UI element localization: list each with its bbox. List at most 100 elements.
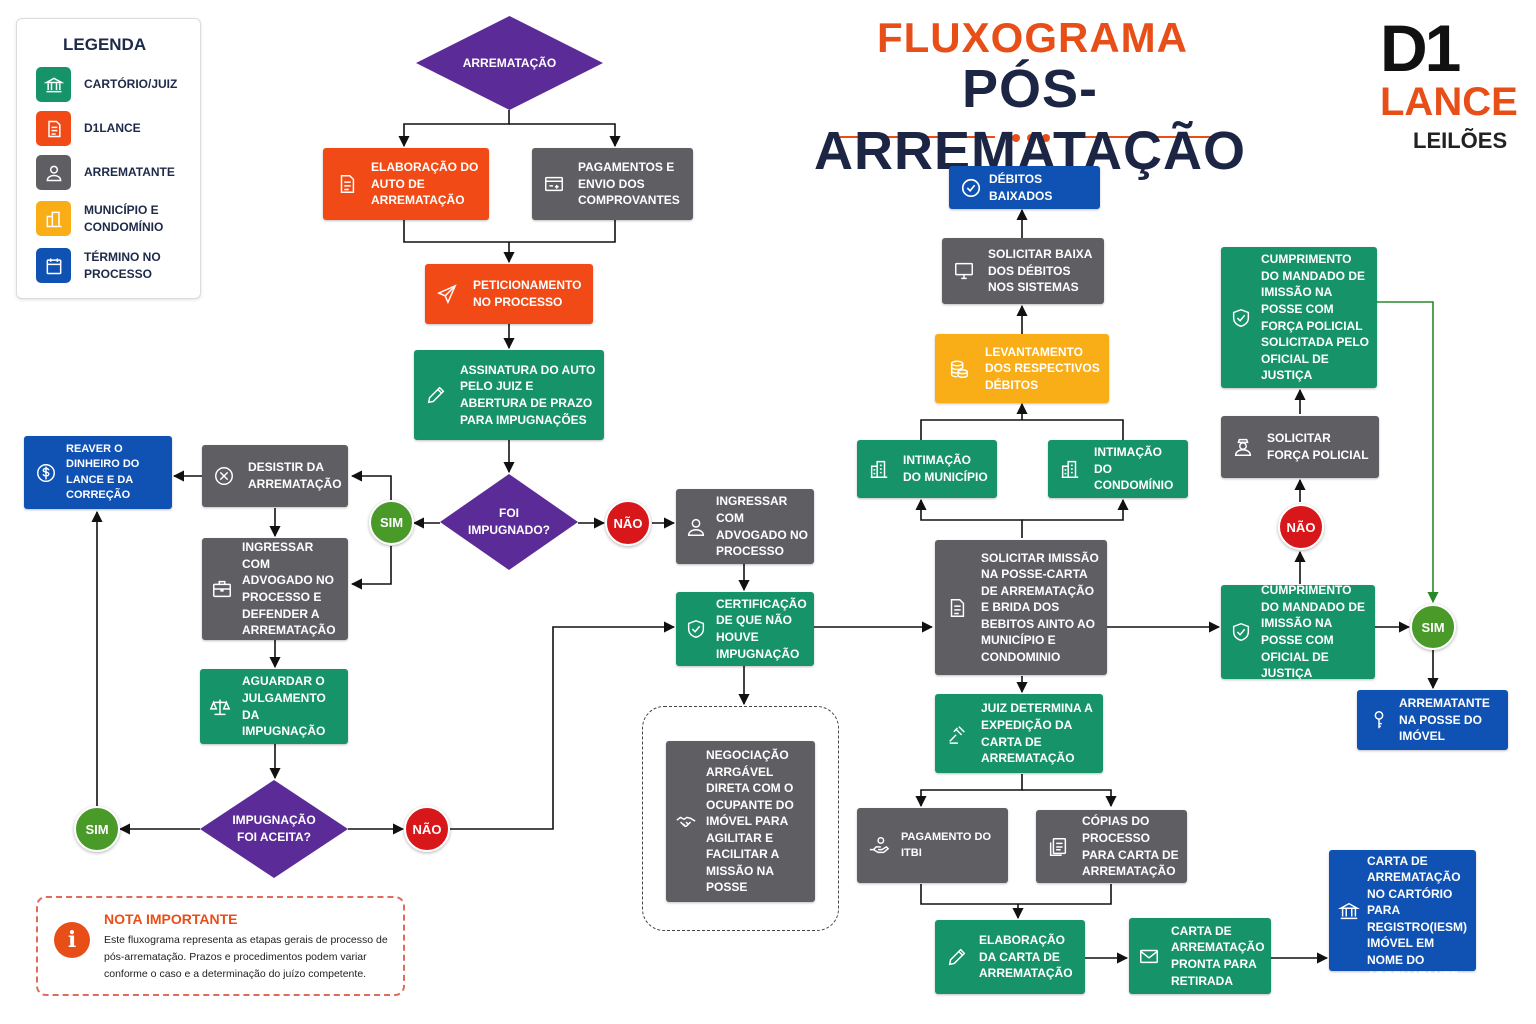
node-label: NEGOCIAÇÃO ARRGÁVEL DIRETA COM O OCUPANT… xyxy=(706,748,794,895)
node-negociacao: NEGOCIAÇÃO ARRGÁVEL DIRETA COM O OCUPANT… xyxy=(666,741,815,902)
node-solicitar-forca: SOLICITAR FORÇA POLICIAL xyxy=(1221,416,1379,478)
node-solicitar-baixa: SOLICITAR BAIXA DOS DÉBITOS NOS SISTEMAS xyxy=(942,238,1104,304)
courthouse-icon xyxy=(1337,899,1361,923)
node-ingressar-processo: INGRESSAR COM ADVOGADO NO PROCESSO xyxy=(676,489,814,564)
badge-sim: SIM xyxy=(1410,604,1456,650)
node-pagamentos: PAGAMENTOS E ENVIO DOS COMPROVANTES xyxy=(532,148,693,220)
node-label: CARTA DE ARREMATAÇÃO PRONTA PARA RETIRAD… xyxy=(1171,923,1265,988)
node-label: DESISTIR DA ARREMATAÇÃO xyxy=(248,460,342,491)
node-label: INTIMAÇÃO DO MUNICÍPIO xyxy=(903,453,988,484)
badge-sim: SIM xyxy=(74,806,120,852)
copy-icon xyxy=(1046,835,1070,859)
paper-plane-icon xyxy=(435,282,459,306)
node-assinatura: ASSINATURA DO AUTO PELO JUIZ E ABERTURA … xyxy=(414,350,604,440)
note-text: Este fluxograma representa as etapas ger… xyxy=(104,934,388,980)
node-label: ARREMATANTE NA POSSE DO IMÓVEL xyxy=(1399,696,1490,744)
node-cumprimento-policial: CUMPRIMENTO DO MANDADO DE IMISSÃO NA POS… xyxy=(1221,247,1377,388)
note-title: NOTA IMPORTANTE xyxy=(104,911,238,927)
node-ingressar-defender: INGRESSAR COM ADVOGADO NO PROCESSO E DEF… xyxy=(202,538,348,640)
briefcase-icon xyxy=(210,577,234,601)
node-label: INGRESSAR COM ADVOGADO NO PROCESSO xyxy=(716,494,809,559)
calendar-icon xyxy=(36,248,71,283)
node-elaboracao-auto: ELABORAÇÃO DO AUTO DE ARREMATAÇÃO xyxy=(323,148,489,220)
node-certificacao: CERTIFICAÇÃO DE QUE NÃO HOUVE IMPUGNAÇÃO xyxy=(676,592,814,666)
pen-icon xyxy=(424,383,448,407)
decision-label: FOI IMPUGNADO? xyxy=(468,506,550,537)
badge-sim: SIM xyxy=(369,500,414,545)
coins-icon xyxy=(947,357,971,381)
node-debitos-baixados: DÉBITOS BAIXADOS xyxy=(949,166,1100,209)
hand-coin-icon xyxy=(867,834,891,858)
node-peticionamento: PETICIONAMENTO NO PROCESSO xyxy=(425,264,593,324)
legend-label: D1LANCE xyxy=(84,121,141,136)
logo-mark: D1 xyxy=(1380,11,1461,85)
node-label: JUIZ DETERMINA A EXPEDIÇÃO DA CARTA DE A… xyxy=(981,701,1093,766)
buildings-icon xyxy=(36,201,71,236)
decision-label: IMPUGNAÇÃO FOI ACEITA? xyxy=(232,813,316,844)
handshake-icon xyxy=(674,810,698,834)
shield-check-icon xyxy=(1229,620,1253,644)
monitor-icon xyxy=(952,259,976,283)
badge-nao: NÃO xyxy=(404,806,450,852)
legend-item-municipio: MUNICÍPIO E CONDOMÍNIO xyxy=(36,201,184,236)
person-icon xyxy=(684,515,708,539)
legend-title: LEGENDA xyxy=(63,35,147,54)
node-cumprimento-oficial: CUMPRIMENTO DO MANDADO DE IMISSÃO NA POS… xyxy=(1221,583,1375,681)
legend-item-cartorio: CARTÓRIO/JUIZ xyxy=(36,67,177,102)
node-label: PAGAMENTOS E ENVIO DOS COMPROVANTES xyxy=(578,160,680,208)
node-levantamento: LEVANTAMENTO DOS RESPECTIVOS DÉBITOS xyxy=(935,334,1109,403)
node-label: SOLICITAR IMISSÃO NA POSSE-CARTA DE ARRE… xyxy=(981,550,1099,664)
badge-nao: NÃO xyxy=(605,500,651,546)
node-label: REAVER O DINHEIRO DO LANCE E DA CORREÇÃO xyxy=(66,443,140,501)
node-intimacao-condominio: INTIMAÇÃO DO CONDOMÍNIO xyxy=(1048,440,1188,498)
decision-impugnacao-aceita: IMPUGNAÇÃO FOI ACEITA? xyxy=(200,780,348,878)
node-label: CERTIFICAÇÃO DE QUE NÃO HOUVE IMPUGNAÇÃO xyxy=(716,596,807,661)
node-label: SOLICITAR FORÇA POLICIAL xyxy=(1267,431,1369,462)
courthouse-icon xyxy=(36,67,71,102)
document-icon xyxy=(945,596,969,620)
node-label: CUMPRIMENTO DO MANDADO DE IMISSÃO NA POS… xyxy=(1261,252,1369,383)
scales-icon xyxy=(208,695,232,719)
node-label: ELABORAÇÃO DO AUTO DE ARREMATAÇÃO xyxy=(371,160,479,208)
cancel-icon xyxy=(212,464,236,488)
legend-label: TÉRMINO NO PROCESSO xyxy=(84,250,161,281)
important-note: i NOTA IMPORTANTE Este fluxograma repres… xyxy=(36,896,405,996)
legend-label: MUNICÍPIO E CONDOMÍNIO xyxy=(84,203,164,234)
logo-sub: LEILÕES xyxy=(1413,128,1508,153)
shield-check-icon xyxy=(1229,306,1253,330)
document-icon xyxy=(335,172,359,196)
key-icon xyxy=(1367,708,1391,732)
node-pagamento-itbi: PAGAMENTO DO ITBI xyxy=(857,808,1008,883)
legend-item-arrematante: ARREMATANTE xyxy=(36,155,175,190)
node-label: ELABORAÇÃO DA CARTA DE ARREMATAÇÃO xyxy=(979,933,1073,981)
optional-step-frame xyxy=(642,706,839,931)
node-juiz-determina: JUIZ DETERMINA A EXPEDIÇÃO DA CARTA DE A… xyxy=(935,694,1103,773)
node-label: INTIMAÇÃO DO CONDOMÍNIO xyxy=(1094,445,1174,493)
police-officer-icon xyxy=(1231,435,1255,459)
node-label: SOLICITAR BAIXA DOS DÉBITOS NOS SISTEMAS xyxy=(988,247,1092,295)
person-icon xyxy=(36,155,71,190)
legend-label: ARREMATANTE xyxy=(84,165,175,180)
node-label: INGRESSAR COM ADVOGADO NO PROCESSO E DEF… xyxy=(242,540,336,638)
check-circle-icon xyxy=(959,176,983,200)
gavel-icon xyxy=(419,19,435,37)
legend-item-termino: TÉRMINO NO PROCESSO xyxy=(36,248,184,283)
node-copias: CÓPIAS DO PROCESSO PARA CARTA DE ARREMAT… xyxy=(1036,810,1187,883)
badge-nao: NÃO xyxy=(1278,504,1324,550)
legend-item-d1lance: D1LANCE xyxy=(36,111,141,146)
buildings-icon xyxy=(1058,457,1082,481)
node-label: CUMPRIMENTO DO MANDADO DE IMISSÃO NA POS… xyxy=(1261,583,1365,681)
payment-icon xyxy=(542,172,566,196)
node-apresentar-carta: APRESENTAR A CARTA DE ARREMATAÇÃO NO CAR… xyxy=(1329,837,1476,983)
node-arrematante-posse: ARREMATANTE NA POSSE DO IMÓVEL xyxy=(1357,690,1508,750)
gavel-icon xyxy=(945,722,969,746)
node-label: CÓPIAS DO PROCESSO PARA CARTA DE ARREMAT… xyxy=(1082,814,1179,879)
node-label: PETICIONAMENTO NO PROCESSO xyxy=(473,278,582,309)
legend-label: CARTÓRIO/JUIZ xyxy=(84,77,178,92)
node-elaboracao-carta: ELABORAÇÃO DA CARTA DE ARREMATAÇÃO xyxy=(935,920,1085,994)
shield-check-icon xyxy=(684,617,708,641)
node-label: APRESENTAR A CARTA DE ARREMATAÇÃO NO CAR… xyxy=(1367,837,1468,984)
node-label: AGUARDAR O JULGAMENTO DA IMPUGNAÇÃO xyxy=(242,674,326,739)
node-reaver: REAVER O DINHEIRO DO LANCE E DA CORREÇÃO xyxy=(24,436,172,509)
legend-panel: LEGENDA CARTÓRIO/JUIZ D1LANCE ARREMATANT… xyxy=(16,18,201,299)
